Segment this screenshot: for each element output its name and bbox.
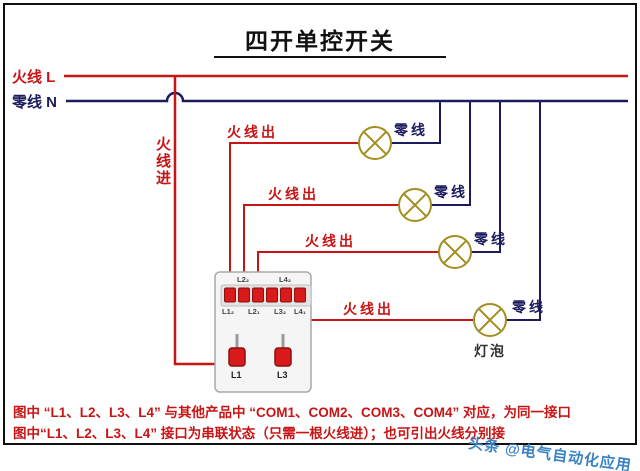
neutral-bus-label: 零线 N [12, 94, 58, 111]
neutral-branch-label-1: 零线 [394, 122, 428, 138]
neutral-branch-label-4: 零线 [512, 299, 546, 315]
frame-border [3, 3, 637, 445]
live-out-wire-2 [243, 204, 399, 289]
live-out-label-3: 火线出 [305, 233, 356, 249]
terminal-label-below-4: L4₁ [294, 307, 306, 316]
live-out-label-2: 火线出 [268, 186, 319, 202]
neutral-branch-wire-1 [391, 101, 441, 144]
neutral-branch-wire-2 [431, 101, 471, 206]
neutral-bus-wire [66, 91, 628, 103]
lamp-icon [438, 235, 472, 269]
note-line-2: 图中“L1、L2、L3、L4” 接口为串联状态（只需一根火线进）；也可引出火线分… [13, 426, 506, 441]
terminal-label-above-2: L4₂ [279, 275, 292, 284]
bottom-terminal-label-l3: L3 [277, 370, 288, 380]
live-in-label: 火线进 [154, 136, 171, 187]
lamp-icon [358, 126, 392, 160]
lamp-icon [398, 188, 432, 222]
terminal-label-below-1: L1₂ [222, 307, 235, 316]
note-line-1: 图中 “L1、L2、L3、L4” 与其他产品中 “COM1、COM2、COM3、… [13, 405, 572, 420]
live-out-wire-1 [229, 142, 359, 289]
neutral-branch-wire-4 [506, 101, 541, 321]
live-out-label-1: 火线出 [227, 124, 278, 140]
live-in-wire [173, 76, 229, 366]
neutral-branch-wire-3 [471, 101, 501, 253]
terminal-label-above-1: L2₂ [237, 275, 250, 284]
bottom-terminal-l1 [228, 347, 246, 367]
switch-terminal [224, 287, 236, 303]
bottom-terminal-label-l1: L1 [231, 370, 242, 380]
live-bus-label: 火线 L [12, 69, 56, 86]
bulb-label: 灯泡 [474, 343, 506, 359]
switch-terminal [238, 287, 250, 303]
terminal-label-below-2: L2₁ [248, 307, 260, 316]
switch-terminal [280, 287, 292, 303]
switch-terminal [252, 287, 264, 303]
switch-terminal [266, 287, 278, 303]
live-out-label-4: 火线出 [343, 301, 394, 317]
switch-terminal [294, 287, 306, 303]
terminal-label-below-3: L3₂ [274, 307, 287, 316]
lamp-icon [473, 303, 507, 337]
page-title: 四开单控开关 [245, 28, 395, 54]
neutral-branch-label-3: 零线 [474, 231, 508, 247]
neutral-branch-label-2: 零线 [434, 184, 468, 200]
bottom-terminal-l3 [274, 347, 292, 367]
